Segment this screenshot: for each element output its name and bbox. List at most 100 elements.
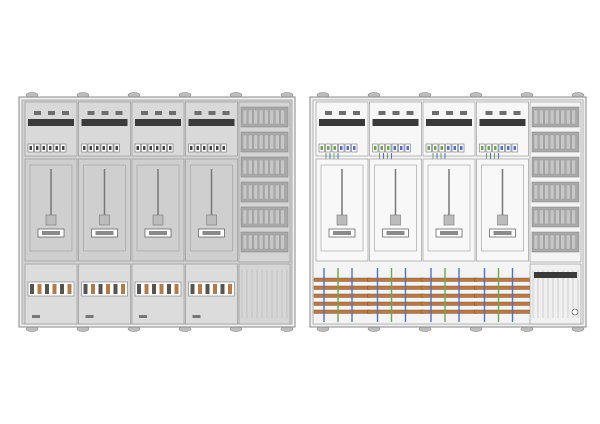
fuse-clip <box>460 111 467 115</box>
module-slot <box>544 234 549 250</box>
breaker-switch <box>196 146 199 150</box>
breaker-switch <box>387 146 390 150</box>
module-slot <box>280 159 285 175</box>
module-slot <box>258 109 264 125</box>
distribution-bottom <box>238 263 291 325</box>
terminal-block <box>52 284 57 294</box>
meter-board <box>320 164 364 252</box>
breaker-switch <box>169 146 172 150</box>
fuse-clip <box>141 111 148 115</box>
meter-terminal-strip <box>95 231 114 235</box>
module-slot <box>248 209 253 225</box>
fuse-clip <box>155 111 162 115</box>
module-slot <box>533 109 539 125</box>
meter-board <box>481 164 524 252</box>
module-slot <box>242 184 248 200</box>
module-slot <box>539 209 544 225</box>
meter-terminal-strip <box>440 231 458 235</box>
breaker-switch <box>327 146 330 150</box>
breaker-switch <box>216 146 219 150</box>
terminal-strip <box>134 281 182 297</box>
breaker-switch <box>500 146 503 150</box>
breaker-switch <box>380 146 383 150</box>
terminal-block <box>67 284 72 294</box>
breaker-switch <box>203 146 206 150</box>
breaker-switch <box>49 146 52 150</box>
fuse-clip <box>101 111 109 115</box>
copper-busbar <box>420 301 478 306</box>
module-slot <box>280 134 285 150</box>
fuse-clip <box>115 111 123 115</box>
breaker-switch <box>143 146 146 150</box>
module-slot <box>533 234 539 250</box>
fuse-clip <box>432 111 439 115</box>
fuse-clip <box>485 111 493 115</box>
breaker-switch <box>55 146 58 150</box>
terminal-block <box>37 284 42 294</box>
fuse-clip <box>378 111 386 115</box>
module-slot <box>253 109 258 125</box>
meter-clamp <box>206 214 217 226</box>
meter-clamp <box>152 214 164 226</box>
terminal-block <box>167 284 171 294</box>
module-slot <box>549 184 555 200</box>
module-slot <box>544 109 549 125</box>
terminal-strip <box>81 281 128 297</box>
terminal-block <box>121 284 125 294</box>
module-slot <box>533 184 539 200</box>
terminal-block <box>60 284 64 294</box>
breaker-switch <box>353 146 356 150</box>
label-plate <box>192 315 201 318</box>
breaker-switch <box>494 146 497 150</box>
meter-clamp <box>99 214 110 226</box>
copper-busbar <box>313 293 371 298</box>
terminal-block <box>190 284 195 294</box>
breaker-switch <box>460 146 463 150</box>
copper-busbar <box>367 301 424 306</box>
fuse-clip <box>339 111 346 115</box>
module-slot <box>539 184 544 200</box>
module-slot <box>571 209 576 225</box>
fuse-clip <box>48 111 55 115</box>
module-slot <box>269 159 274 175</box>
meter-terminal-strip <box>149 231 167 235</box>
fuse-clip <box>194 111 202 115</box>
breaker-switch <box>190 146 193 150</box>
breaker-switch <box>393 146 396 150</box>
meter-board <box>374 164 417 252</box>
module-slot <box>549 234 555 250</box>
module-slot <box>533 159 539 175</box>
module-slot <box>258 184 264 200</box>
dark-rail <box>319 119 365 126</box>
door-lock <box>571 308 579 316</box>
module-slot <box>560 184 565 200</box>
module-slot <box>258 134 264 150</box>
module-slot <box>253 159 258 175</box>
module-slot <box>533 209 539 225</box>
module-slot <box>544 209 549 225</box>
terminal-strip <box>188 281 235 297</box>
module-slot <box>280 209 285 225</box>
breaker-switch <box>83 146 86 150</box>
fuse-clip <box>406 111 414 115</box>
fuse-clip <box>353 111 360 115</box>
module-slot <box>253 209 258 225</box>
module-slot <box>253 234 258 250</box>
breaker-switch <box>115 146 118 150</box>
module-slot <box>280 234 285 250</box>
terminal-block <box>159 284 164 294</box>
module-slot <box>248 134 253 150</box>
breaker-switch <box>481 146 484 150</box>
dark-rail <box>81 119 128 126</box>
module-slot <box>571 234 576 250</box>
breaker-switch <box>149 146 152 150</box>
dark-rail <box>426 119 472 126</box>
module-slot <box>264 109 269 125</box>
breaker-switch <box>440 146 443 150</box>
module-slot <box>269 184 274 200</box>
breaker-switch <box>513 146 516 150</box>
breaker-switch <box>374 146 377 150</box>
module-slot <box>242 234 248 250</box>
module-slot <box>248 234 253 250</box>
module-slot <box>549 109 555 125</box>
